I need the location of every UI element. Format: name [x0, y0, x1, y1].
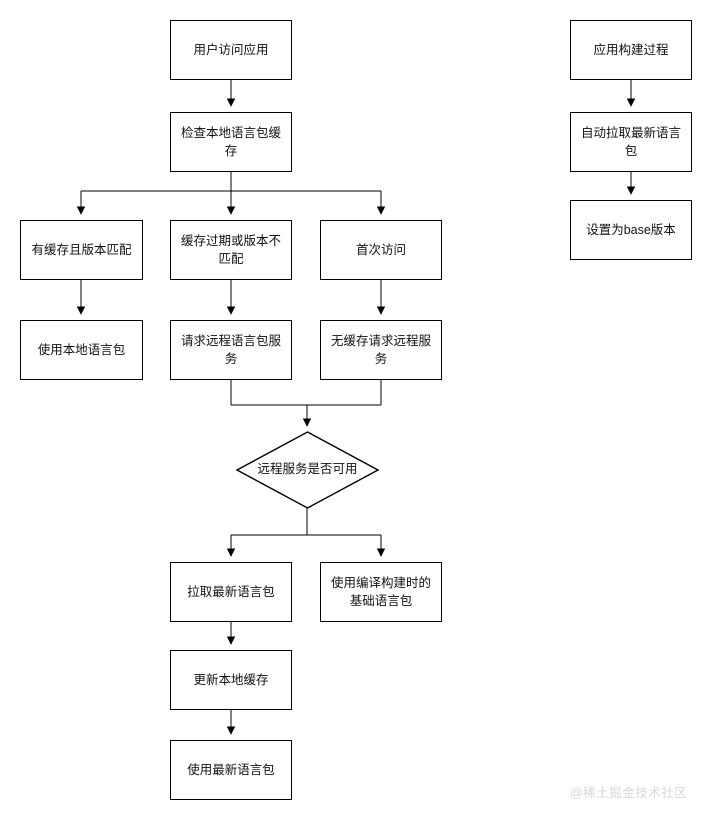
node-label: 使用编译构建时的基础语言包 — [330, 575, 431, 608]
node-label: 自动拉取最新语言包 — [580, 125, 681, 158]
node-label: 远程服务是否可用 — [257, 462, 358, 477]
node-check-local-cache[interactable]: 检查本地语言包缓存 — [170, 112, 292, 172]
node-label: 检查本地语言包缓存 — [180, 125, 281, 158]
node-cache-hit-version-match[interactable]: 有缓存且版本匹配 — [20, 220, 143, 280]
node-no-cache-request-remote-service[interactable]: 无缓存请求远程服务 — [320, 320, 442, 380]
node-request-remote-language-service[interactable]: 请求远程语言包服务 — [170, 320, 292, 380]
node-pull-latest-language-pack[interactable]: 拉取最新语言包 — [170, 562, 292, 622]
node-decision-remote-service-available[interactable]: 远程服务是否可用 — [235, 431, 380, 509]
node-label: 用户访问应用 — [193, 42, 269, 57]
node-label: 更新本地缓存 — [193, 672, 269, 687]
node-set-as-base-version[interactable]: 设置为base版本 — [570, 200, 692, 260]
node-label: 有缓存且版本匹配 — [31, 242, 132, 257]
node-label: 设置为base版本 — [586, 222, 676, 237]
node-first-visit[interactable]: 首次访问 — [320, 220, 442, 280]
node-label: 无缓存请求远程服务 — [330, 333, 431, 366]
node-auto-pull-latest-language-pack[interactable]: 自动拉取最新语言包 — [570, 112, 692, 172]
node-use-latest-language-pack[interactable]: 使用最新语言包 — [170, 740, 292, 800]
node-app-build-process[interactable]: 应用构建过程 — [570, 20, 692, 80]
node-label: 缓存过期或版本不匹配 — [180, 233, 281, 266]
node-cache-expired-or-version-mismatch[interactable]: 缓存过期或版本不匹配 — [170, 220, 292, 280]
node-use-local-language-pack[interactable]: 使用本地语言包 — [20, 320, 143, 380]
node-user-access-app[interactable]: 用户访问应用 — [170, 20, 292, 80]
node-label: 请求远程语言包服务 — [180, 333, 281, 366]
node-use-build-time-base-language-pack[interactable]: 使用编译构建时的基础语言包 — [320, 562, 442, 622]
watermark: @稀土掘金技术社区 — [570, 786, 688, 800]
node-label: 应用构建过程 — [593, 42, 669, 57]
node-label: 使用本地语言包 — [37, 342, 126, 357]
node-label: 使用最新语言包 — [187, 762, 275, 777]
node-label: 拉取最新语言包 — [187, 584, 275, 599]
node-update-local-cache[interactable]: 更新本地缓存 — [170, 650, 292, 710]
node-label: 首次访问 — [355, 242, 406, 257]
